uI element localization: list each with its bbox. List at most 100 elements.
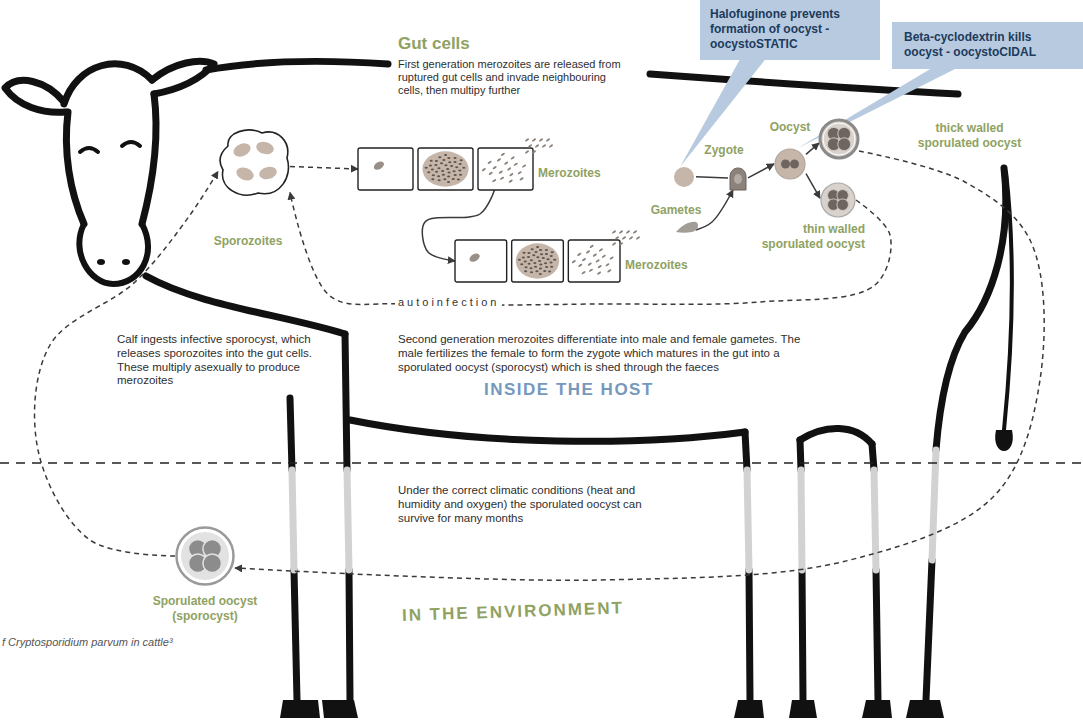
sporozoite [837,199,849,211]
calf-eye [80,148,98,152]
calf-leg [345,334,347,470]
female-gamete [674,167,694,187]
calf-hoof [734,700,764,718]
stage-symbol [728,168,748,190]
calf-leg [874,470,876,570]
stage-label: Merozoites [625,258,715,273]
merozoite-dot [522,256,525,258]
calf-hoof [789,700,817,718]
merozoite-dot [548,271,551,273]
calf-tail-tuft [995,430,1013,451]
stage-symbol [175,526,235,586]
calf-leg-shading [292,450,936,570]
merozoite-dot [431,178,434,180]
callout-box: Halofuginone prevents formation of oocys… [700,0,880,60]
merozoite [500,152,505,156]
merozoite-dot [527,256,530,258]
merozoite [612,242,617,246]
merozoite [598,248,603,252]
calf-back [206,62,388,70]
merozoite-dot [434,164,437,166]
calf-leg [926,560,932,700]
merozoite [492,165,497,169]
merozoite-dot [447,181,450,183]
merozoite-dot [459,174,462,176]
merozoite-dot [539,263,542,265]
body-text: Under the correct climatic conditions (h… [398,484,646,525]
merozoite [504,161,509,165]
calf-eye [122,142,140,146]
calf-leg [347,470,349,570]
merozoite-dot [430,160,433,162]
oocyst-inner [181,532,229,580]
merozoite-dot [458,169,461,171]
merozoite-dot [536,246,539,248]
merozoite-dot [448,161,451,163]
merozoite-dot [533,262,536,264]
oocyst-content [790,160,799,169]
merozoite [589,244,594,248]
merozoite-dot [551,251,554,253]
edge-label: autoinfection [395,296,502,309]
merozoite [517,171,522,175]
calf-head [64,64,152,104]
calf-leg [802,570,803,700]
thick-oocyst: thick walled sporulated oocyst [819,119,859,159]
merozoite [582,257,587,261]
merozoite [636,236,641,240]
calf-leg [801,470,802,570]
merozoite-dot [524,270,527,272]
gamete-pair: Gametes [656,167,696,237]
merozoite [612,230,617,234]
merozoite [597,264,602,268]
merozoite-dot [442,174,445,176]
calf-leg [876,570,878,700]
merozoite [496,158,501,162]
calf-hoof [322,700,358,718]
merozoite-dot [534,251,537,253]
lifecycle-arrow [806,143,819,154]
merozoite-dot [460,159,463,161]
merozoite [595,259,600,263]
calf-leg [294,570,297,700]
stage-label: Sporozoites [198,234,298,249]
merozoite-dot [522,252,525,254]
merozoite [619,230,624,234]
calf-nostril [97,259,105,265]
section-heading: Gut cells [398,34,470,54]
stage-label: Gametes [631,203,721,218]
zygote-nucleus [734,174,742,184]
gut-cell [455,240,507,282]
merozoite-dot [528,263,531,265]
merozoite-dot [429,164,432,166]
merozoite-dot [452,178,455,180]
oocyst-content [781,160,790,169]
merozoite-dot [440,162,443,164]
merozoite-dot [452,170,455,172]
merozoite-dot [518,259,521,261]
merozoite-dot [524,260,527,262]
stage-symbol [455,240,620,282]
merozoite [597,271,602,275]
merozoite-dot [545,253,548,255]
merozoite [626,230,631,234]
merozoite [605,263,610,267]
merozoite [492,179,497,183]
calf-hoof [862,700,892,718]
merozoite-dot [544,262,547,264]
merozoite-dot [542,257,545,259]
merozoite-dot [538,260,541,262]
sporozoite [203,554,222,573]
merozoite-dot [529,267,532,269]
merozoite-dot [530,259,533,261]
merozoite [488,171,493,175]
calf-ear [152,61,214,94]
merozoite-dot [531,248,534,250]
merozoite-dot [427,171,430,173]
merozoite-dot [459,163,462,165]
merozoite [508,179,513,183]
calf-leg [800,440,801,470]
body-text: First generation merozoites are released… [398,58,626,98]
callout-text: Halofuginone prevents formation of oocys… [710,7,870,52]
calf-outline [5,61,1012,700]
